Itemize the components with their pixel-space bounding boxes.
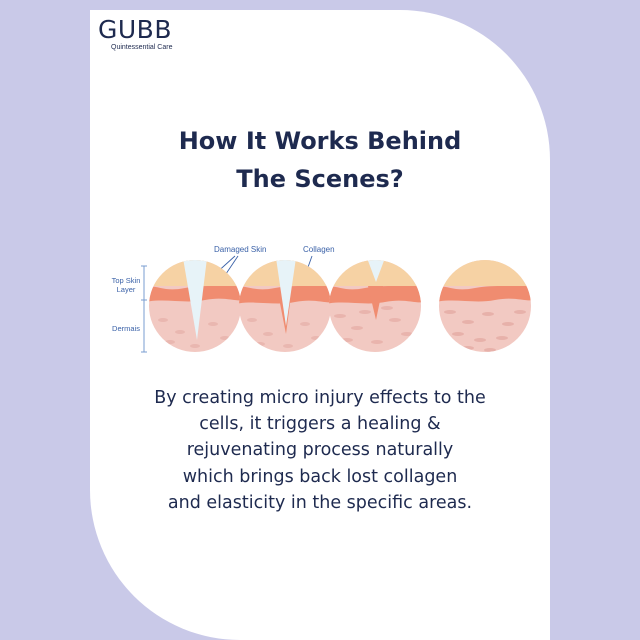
brand-logo: GUBB Quintessential Care — [98, 15, 173, 52]
description-line: which brings back lost collagen — [182, 466, 458, 487]
content-card: GUBB Quintessential Care How It Works Be… — [90, 10, 550, 640]
description-line: cells, it triggers a healing & — [199, 414, 441, 435]
description-line: and elasticity in the specific areas. — [167, 492, 473, 513]
title-line-1: How It Works Behind — [178, 127, 462, 155]
skin-stage-3 — [329, 260, 421, 352]
page-title: How It Works Behind The Scenes? — [90, 122, 550, 198]
description-line: By creating micro injury effects to the — [154, 388, 486, 408]
label-collagen: Collagen — [303, 245, 335, 254]
description-text: By creating micro injury effects to the … — [90, 385, 550, 516]
skin-stage-4 — [439, 260, 531, 352]
skin-stage-2 — [239, 260, 331, 352]
label-dermis: Dermais — [112, 324, 140, 333]
description-line: rejuvenating process naturally — [186, 440, 454, 461]
skin-stage-1 — [149, 260, 241, 352]
label-top-skin: Top Skin — [112, 276, 141, 285]
brand-tagline: Quintessential Care — [111, 44, 173, 51]
label-damaged-skin: Damaged Skin — [214, 245, 266, 254]
label-layer: Layer — [117, 285, 136, 294]
skin-healing-diagram: Top Skin Layer Dermais Damaged Skin Coll… — [112, 245, 531, 353]
title-line-2: The Scenes? — [236, 165, 404, 193]
layer-bracket — [141, 265, 147, 353]
brand-name: GUBB — [98, 15, 172, 44]
